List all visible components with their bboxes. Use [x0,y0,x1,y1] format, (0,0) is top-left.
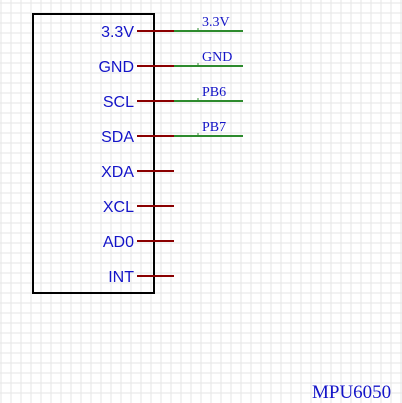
pin-sda[interactable]: SDA PB7 [101,120,243,146]
pin-label-xda: XDA [101,164,134,181]
component-name: MPU6050 [312,382,391,403]
pin-label-int: INT [108,269,134,286]
pin-label-scl: SCL [103,94,134,111]
pin-label-33v: 3.3V [101,24,134,41]
net-label-33v: 3.3V [202,15,230,30]
net-label-gnd: GND [202,50,232,65]
pin-xda[interactable]: XDA [101,164,174,181]
pin-label-gnd: GND [98,59,134,76]
net-label-scl: PB6 [202,85,226,100]
pin-ad0[interactable]: AD0 [103,234,174,251]
net-label-sda: PB7 [202,120,226,135]
pin-gnd[interactable]: GND GND [98,50,243,76]
pin-label-ad0: AD0 [103,234,134,251]
pin-int[interactable]: INT [108,269,174,286]
pin-33v[interactable]: 3.3V 3.3V [101,15,243,41]
pin-xcl[interactable]: XCL [103,199,174,216]
mpu6050-component-body[interactable] [32,13,155,294]
pin-label-sda: SDA [101,129,134,146]
pin-scl[interactable]: SCL PB6 [103,85,243,111]
pin-label-xcl: XCL [103,199,134,216]
